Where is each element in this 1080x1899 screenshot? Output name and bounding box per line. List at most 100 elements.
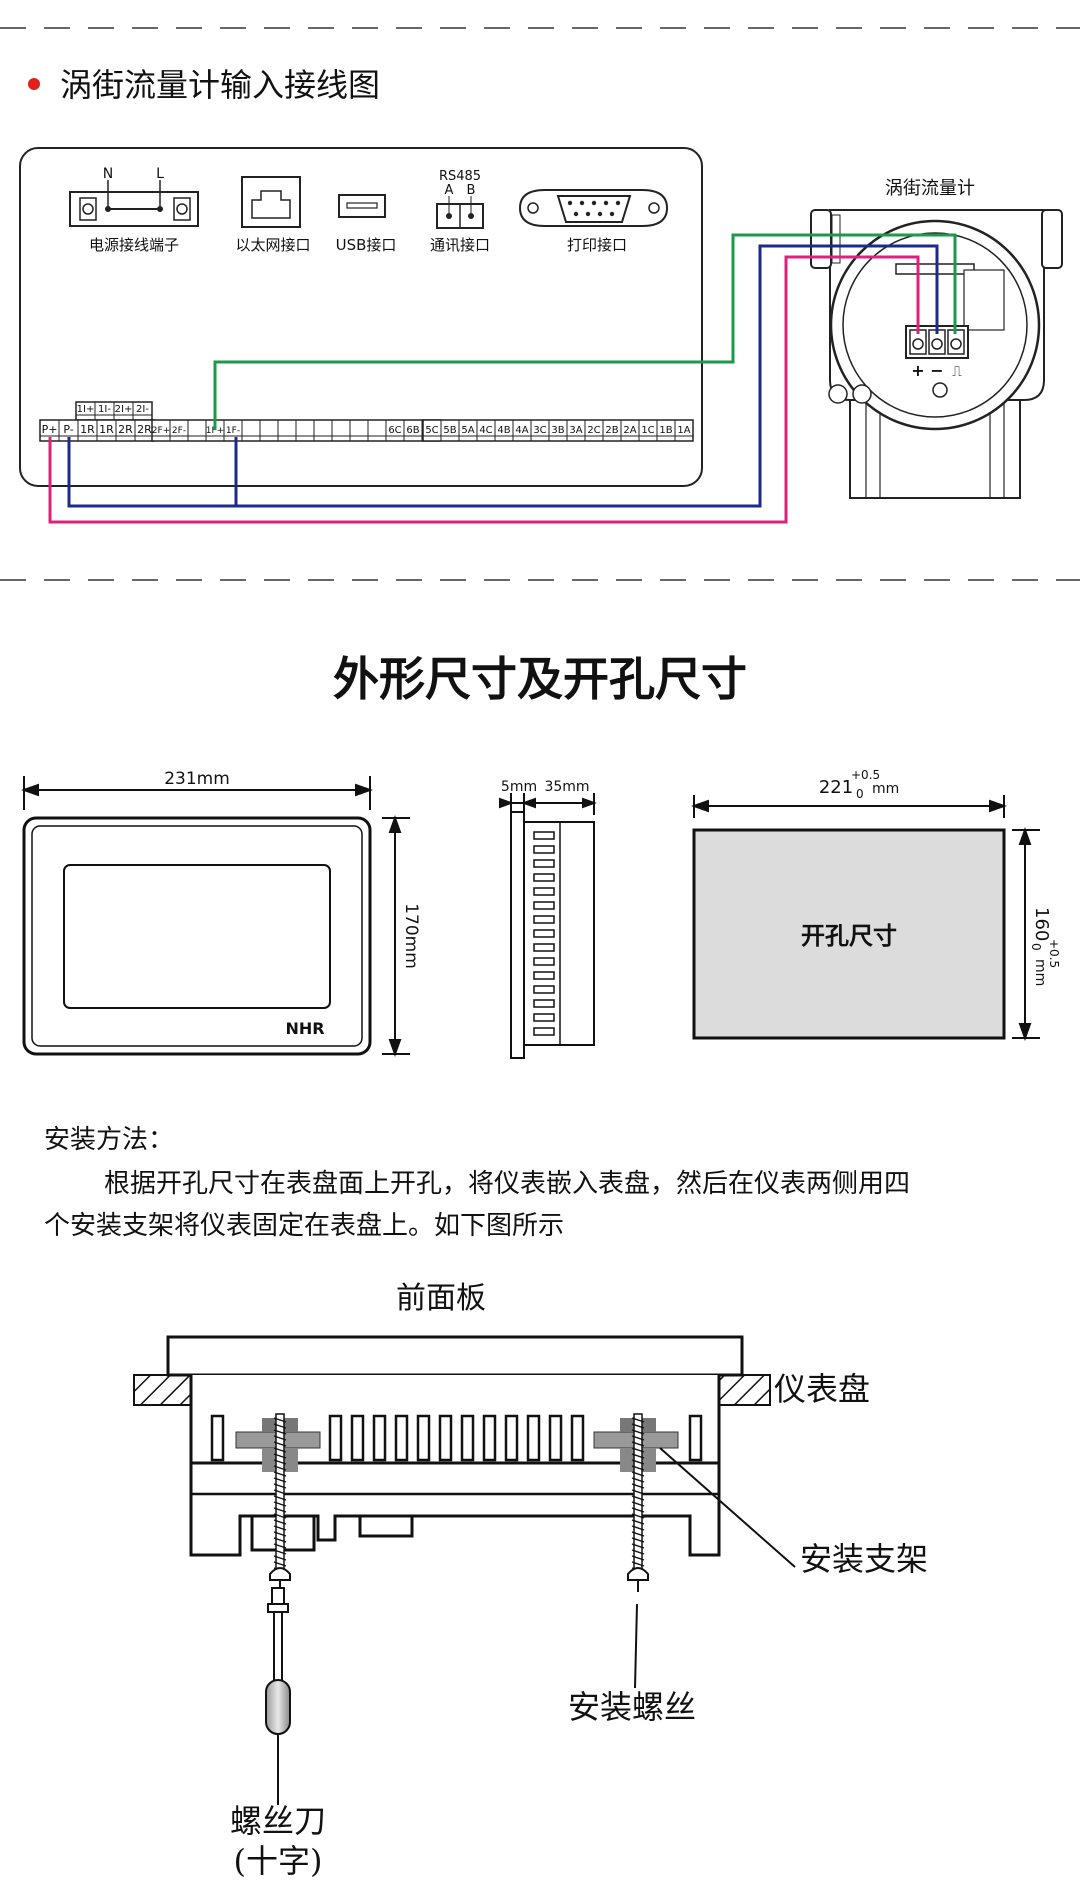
print-port-icon bbox=[518, 189, 669, 227]
cutout-width-value: 221 bbox=[819, 777, 853, 798]
meter-panel-label: 仪表盘 bbox=[774, 1370, 870, 1408]
terminal-label: 4B bbox=[497, 425, 510, 436]
terminal-label: 3A bbox=[569, 425, 582, 436]
terminal-label: 4A bbox=[515, 425, 528, 436]
terminal-label: 2F- bbox=[172, 426, 186, 436]
meter-screen bbox=[63, 864, 331, 1009]
terminal-label: 6C bbox=[388, 425, 401, 436]
terminal-label: 1R bbox=[80, 423, 95, 436]
height-label: 170mm bbox=[401, 903, 421, 969]
terminal-label: 1F+ bbox=[206, 426, 224, 436]
terminal-label: 5A bbox=[461, 425, 474, 436]
wire-blue-negative bbox=[67, 244, 939, 508]
screw-leader-line bbox=[634, 1603, 638, 1689]
rs485-label: RS485 bbox=[439, 169, 481, 184]
terminal-label: 4C bbox=[479, 425, 492, 436]
terminal-label: 1I- bbox=[98, 404, 111, 415]
cutout-height-arrow bbox=[1012, 827, 1040, 1041]
cutout-width-tol-upper: +0.5 bbox=[851, 768, 880, 782]
flowmeter-term-pulse: ⎍ bbox=[952, 364, 962, 380]
rs485-a-label: A bbox=[445, 183, 454, 198]
install-heading: 安装方法： bbox=[44, 1125, 174, 1155]
bracket-label: 安装支架 bbox=[800, 1540, 928, 1578]
rs485-port-icon bbox=[436, 196, 484, 229]
meter-housing bbox=[189, 1375, 721, 1557]
section-title-dimensions: 外形尺寸及开孔尺寸 bbox=[333, 652, 747, 706]
flowmeter-term-minus: − bbox=[930, 361, 943, 380]
screwdriver-label: 螺丝刀 bbox=[230, 1802, 326, 1840]
power-port-label: 电源接线端子 bbox=[89, 236, 179, 254]
terminal-label: 1F- bbox=[226, 426, 240, 436]
terminal-label: 6B bbox=[406, 425, 419, 436]
power-n-label: N bbox=[103, 166, 113, 182]
bracket-leader-line bbox=[659, 1447, 796, 1568]
flowmeter-term-plus: + bbox=[911, 361, 924, 380]
cutout-width-unit: mm bbox=[872, 781, 899, 797]
rs485-b-label: B bbox=[467, 183, 476, 198]
power-terminal-icon bbox=[69, 180, 199, 227]
ethernet-port-icon bbox=[241, 176, 301, 228]
cutout-area bbox=[692, 828, 1006, 1040]
side-bezel bbox=[510, 811, 525, 1059]
front-panel-plate bbox=[166, 1335, 744, 1377]
terminal-label: P- bbox=[63, 423, 73, 436]
cutout-height-tol-lower: 0 bbox=[1029, 943, 1043, 951]
terminal-label: 1R bbox=[99, 423, 114, 436]
terminal-strip-pulse-relay: P+ P- 1R 1R 2R 2R bbox=[39, 419, 155, 442]
mounting-screw-right bbox=[627, 1413, 649, 1592]
cutout-height-unit: mm bbox=[1032, 959, 1048, 986]
terminal-strip-frequency: 2F+2F-1F+1F-6C6B6A bbox=[151, 419, 441, 442]
cutout-width-tol-lower: 0 bbox=[856, 787, 864, 801]
housing-vent-slots bbox=[210, 1414, 703, 1462]
brand-logo: NHR bbox=[285, 1019, 324, 1038]
terminal-label: P+ bbox=[42, 423, 58, 436]
terminal-label: 2I- bbox=[136, 404, 149, 415]
screwdriver-icon bbox=[265, 1587, 291, 1735]
install-text-line1: 根据开孔尺寸在表盘面上开孔，将仪表嵌入表盘，然后在仪表两侧用四 bbox=[104, 1169, 910, 1199]
terminal-label: 1B bbox=[659, 425, 672, 436]
comm-port-label: 通讯接口 bbox=[430, 236, 490, 254]
section-title-wiring: 涡街流量计输入接线图 bbox=[60, 66, 380, 104]
controller-back-panel bbox=[19, 147, 703, 487]
housing-clip-mid bbox=[358, 1514, 414, 1538]
power-l-label: L bbox=[156, 166, 164, 182]
terminal-label: 1I+ bbox=[77, 404, 95, 415]
terminal-label: 2C bbox=[587, 425, 600, 436]
usb-port-icon bbox=[338, 194, 386, 218]
side-vent-slots bbox=[533, 831, 555, 1036]
width-label: 231mm bbox=[164, 769, 230, 789]
wire-pink-positive bbox=[48, 255, 920, 524]
mounting-screw-left bbox=[269, 1413, 291, 1592]
terminal-label: 3B bbox=[551, 425, 564, 436]
terminal-label: 5C bbox=[425, 425, 438, 436]
width-dimension-arrow bbox=[21, 776, 373, 810]
print-port-label: 打印接口 bbox=[567, 236, 627, 254]
terminal-label: 2F+ bbox=[152, 426, 170, 436]
terminal-label: 5B bbox=[443, 425, 456, 436]
screwdriver-type-label: (十字) bbox=[234, 1842, 323, 1880]
wire-green-pulse bbox=[213, 233, 957, 430]
bullet-icon bbox=[28, 78, 40, 90]
terminal-label: 2A bbox=[623, 425, 636, 436]
terminal-label: 3C bbox=[533, 425, 546, 436]
cutout-height-value: 160 bbox=[1031, 907, 1052, 941]
install-text-line2: 个安装支架将仪表固定在表盘上。如下图所示 bbox=[44, 1211, 564, 1241]
height-dimension-arrow bbox=[382, 815, 410, 1057]
ethernet-port-label: 以太网接口 bbox=[235, 236, 310, 254]
side-front-label: 5mm bbox=[501, 779, 537, 795]
cutout-height-tol-upper: +0.5 bbox=[1047, 939, 1061, 968]
terminal-label: 2I+ bbox=[115, 404, 133, 415]
usb-port-label: USB接口 bbox=[336, 236, 397, 254]
terminal-label: 2B bbox=[605, 425, 618, 436]
cutout-width-arrow bbox=[691, 795, 1007, 818]
terminal-strip-relay-outputs: 5C 5B 5A 4C 4B 4A 3C 3B 3A 2C 2B 2A 1C 1B 1A bbox=[422, 419, 694, 442]
terminal-label: 1A bbox=[677, 425, 690, 436]
terminal-label: 2R bbox=[118, 423, 133, 436]
flowmeter-label: 涡街流量计 bbox=[885, 178, 975, 199]
side-depth-label: 35mm bbox=[544, 779, 589, 795]
screw-label: 安装螺丝 bbox=[568, 1688, 696, 1726]
terminal-label: 2R bbox=[137, 423, 152, 436]
front-panel-label: 前面板 bbox=[396, 1281, 486, 1316]
terminal-label: 1C bbox=[641, 425, 654, 436]
